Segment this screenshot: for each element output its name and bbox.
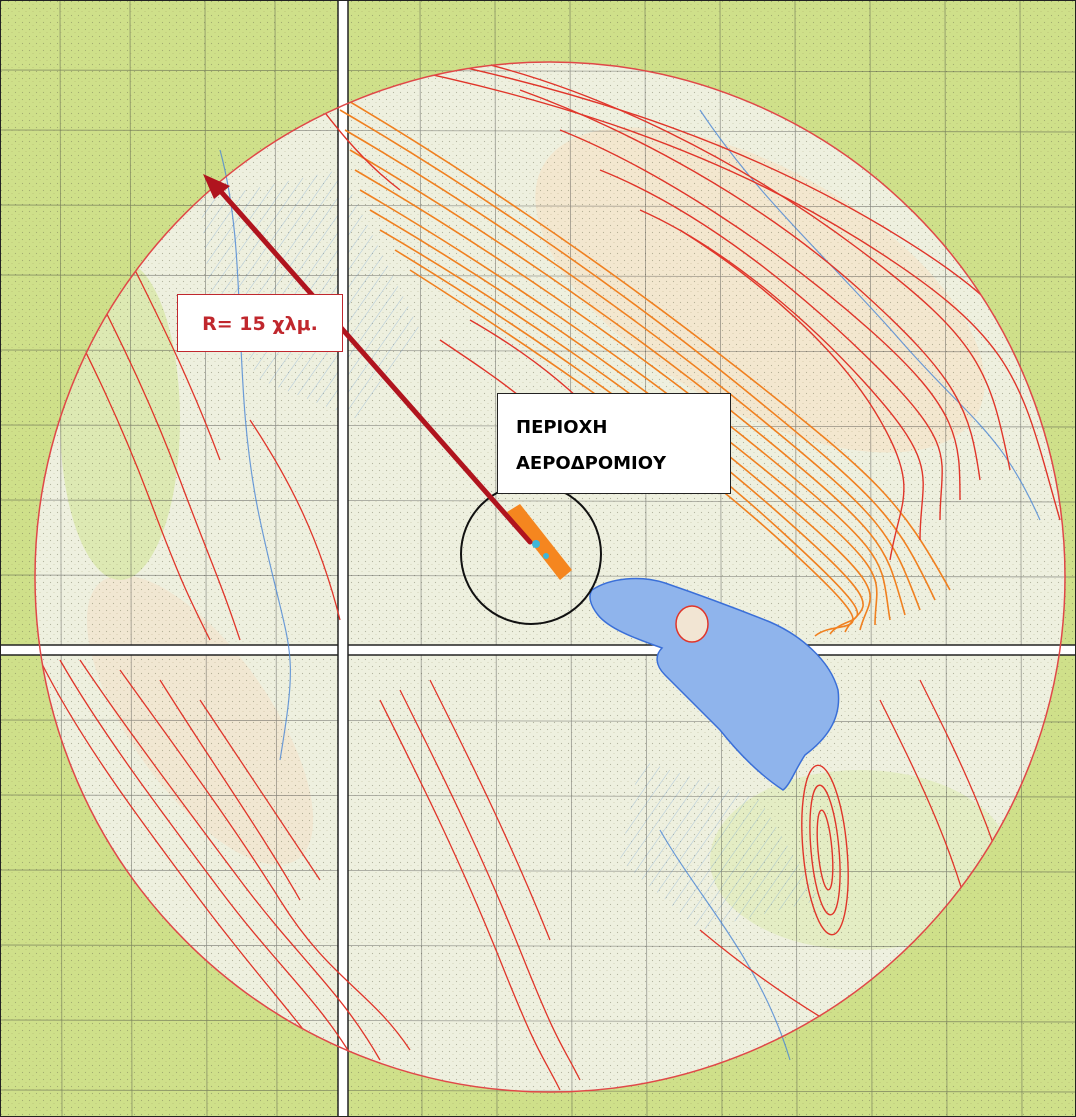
radius-arrow [213,183,533,545]
airport-area-label-line1: ΠΕΡΙΟΧΗ [516,417,608,438]
contour-ridge-sw [39,259,1021,1091]
lake [589,577,840,791]
radius-arrowhead-icon [203,174,230,199]
airport-point-icon [532,540,540,548]
contour-island [801,764,849,936]
radius-label: R= 15 χλμ. [177,294,343,352]
airport-point-icon [543,553,549,559]
runway-marker [507,504,572,580]
lake-island [675,605,709,643]
radius-boundary-circle [34,61,1066,1093]
airport-area-label-line2: ΑΕΡΟΔΡΟΜΙΟΥ [516,453,667,474]
airport-area-label: ΠΕΡΙΟΧΗ ΑΕΡΟΔΡΟΜΙΟΥ [497,393,731,494]
